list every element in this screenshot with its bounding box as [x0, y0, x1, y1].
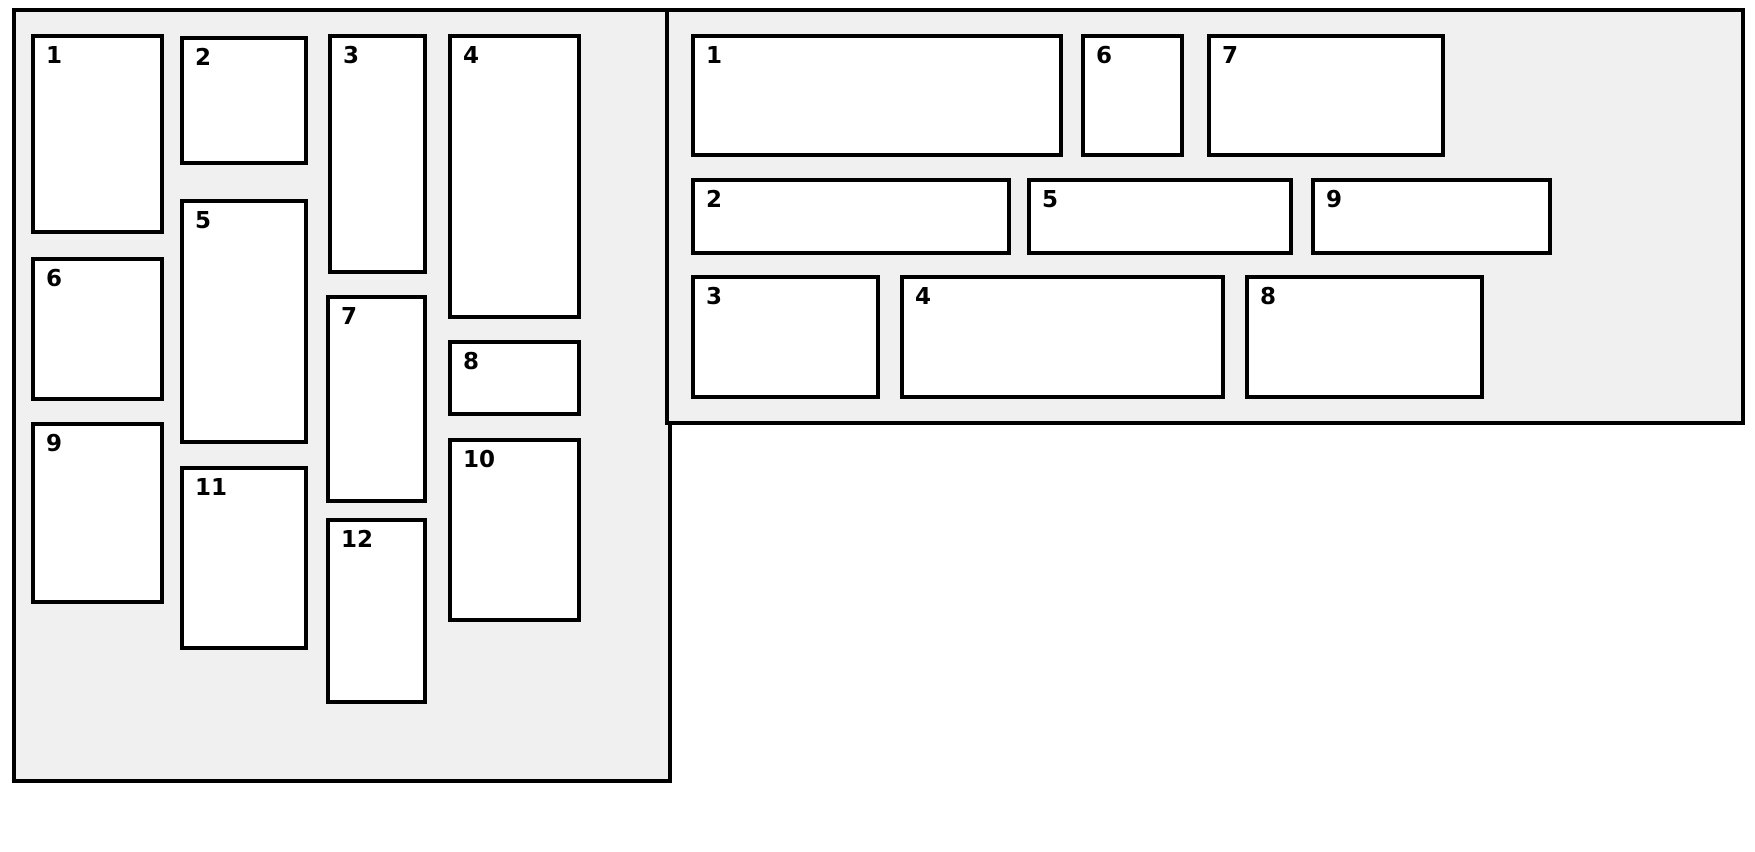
- region-box-12[interactable]: 12: [326, 518, 427, 704]
- region-box-label: 2: [706, 187, 723, 213]
- region-box-7[interactable]: 7: [326, 295, 427, 503]
- region-box-7[interactable]: 7: [1207, 34, 1445, 157]
- region-box-3[interactable]: 3: [691, 275, 880, 399]
- region-box-label: 1: [46, 43, 63, 69]
- region-box-label: 3: [343, 43, 360, 69]
- region-box-3[interactable]: 3: [328, 34, 427, 274]
- region-box-label: 5: [195, 208, 212, 234]
- region-box-9[interactable]: 9: [31, 422, 164, 604]
- region-box-5[interactable]: 5: [180, 199, 308, 444]
- region-box-8[interactable]: 8: [448, 340, 581, 416]
- region-box-label: 6: [1096, 43, 1113, 69]
- region-box-9[interactable]: 9: [1311, 178, 1552, 255]
- region-box-label: 11: [195, 475, 228, 501]
- region-box-label: 9: [1326, 187, 1343, 213]
- region-box-6[interactable]: 6: [31, 257, 164, 401]
- region-box-2[interactable]: 2: [180, 36, 308, 165]
- region-box-5[interactable]: 5: [1027, 178, 1293, 255]
- region-box-4[interactable]: 4: [900, 275, 1225, 399]
- region-box-1[interactable]: 1: [691, 34, 1063, 157]
- region-box-10[interactable]: 10: [448, 438, 581, 622]
- region-box-label: 10: [463, 447, 496, 473]
- region-box-11[interactable]: 11: [180, 466, 308, 650]
- region-box-4[interactable]: 4: [448, 34, 581, 319]
- region-box-label: 6: [46, 266, 63, 292]
- region-box-label: 12: [341, 527, 374, 553]
- region-box-label: 4: [463, 43, 480, 69]
- region-box-label: 4: [915, 284, 932, 310]
- region-box-label: 8: [463, 349, 480, 375]
- region-box-6[interactable]: 6: [1081, 34, 1184, 157]
- region-box-label: 7: [341, 304, 358, 330]
- region-box-label: 8: [1260, 284, 1277, 310]
- region-box-label: 3: [706, 284, 723, 310]
- right-panel: 1 6 7 2 5 9 3 4 8: [665, 8, 1745, 425]
- region-box-label: 2: [195, 45, 212, 71]
- region-box-label: 1: [706, 43, 723, 69]
- region-box-8[interactable]: 8: [1245, 275, 1484, 399]
- region-box-label: 5: [1042, 187, 1059, 213]
- region-box-label: 7: [1222, 43, 1239, 69]
- region-box-1[interactable]: 1: [31, 34, 164, 234]
- region-box-label: 9: [46, 431, 63, 457]
- region-box-2[interactable]: 2: [691, 178, 1011, 255]
